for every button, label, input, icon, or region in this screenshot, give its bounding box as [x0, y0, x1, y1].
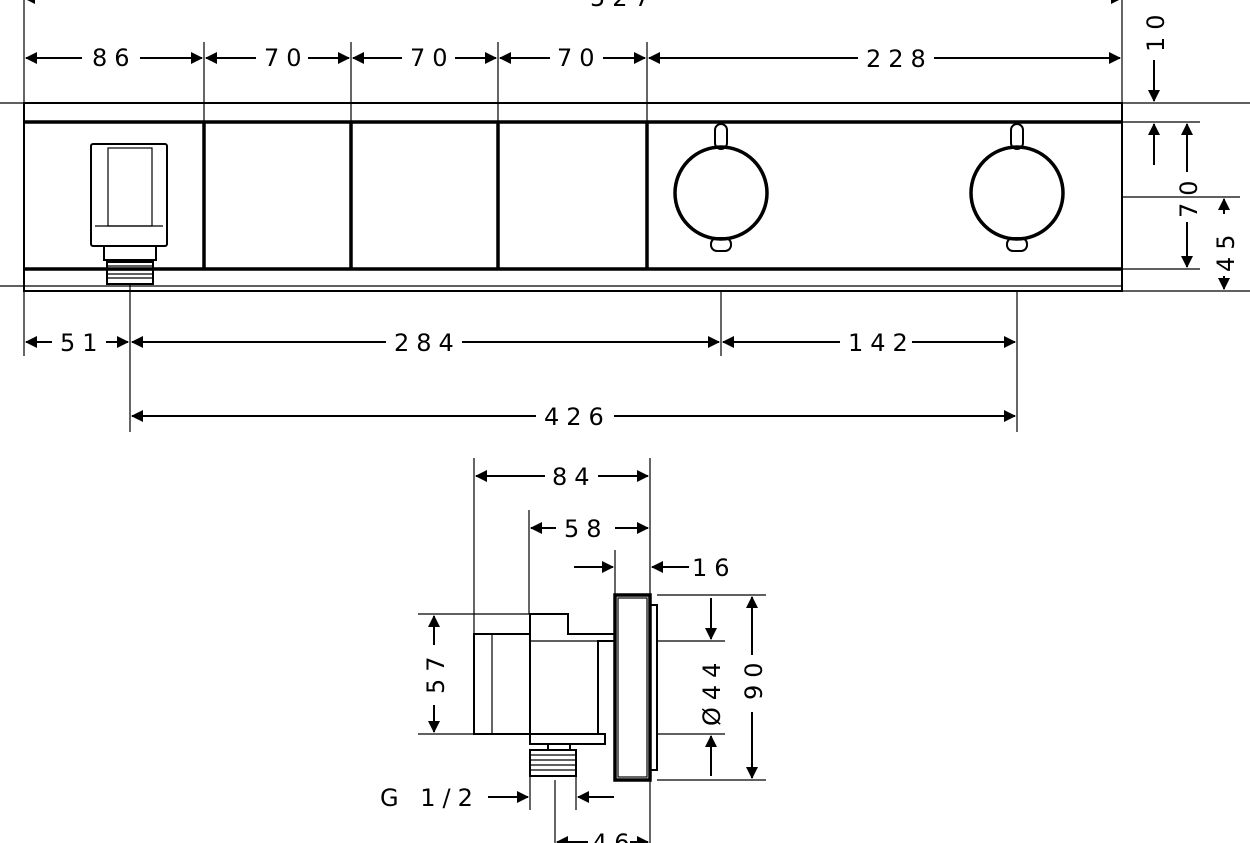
dim-top-4: 228	[866, 45, 933, 73]
front-view: 527 86 70 70 70 228	[0, 0, 1250, 432]
side-view: 84 58 16 57	[380, 458, 768, 843]
thread-label: G 1/2	[380, 784, 480, 812]
total-width-label: 426	[544, 403, 611, 431]
dim-top-3: 70	[557, 44, 602, 72]
dim-bottom-1: 284	[394, 329, 461, 357]
knob-right	[969, 123, 1065, 252]
dim-depth-58: 58	[564, 515, 609, 543]
dim-right-2: 45	[1212, 227, 1240, 272]
dim-depth-84: 84	[552, 463, 597, 491]
dim-plate-90: 90	[740, 655, 768, 700]
dim-top-2: 70	[410, 44, 455, 72]
dim-top-1: 70	[264, 44, 309, 72]
dim-top-0: 86	[92, 44, 137, 72]
valve-body-side	[473, 593, 658, 782]
dim-diameter-44: Ø44	[698, 656, 726, 726]
knob-left	[673, 123, 769, 252]
overall-width-label: 527	[590, 0, 657, 12]
dim-right-0: 10	[1142, 7, 1170, 52]
dim-height-57: 57	[422, 649, 450, 694]
dim-bottom-2: 142	[848, 329, 915, 357]
dim-right-1: 70	[1175, 173, 1203, 218]
panel-outline	[23, 102, 1123, 292]
dim-bottom-46: 46	[592, 829, 637, 843]
hose-connector	[90, 143, 168, 285]
dim-bottom-0: 51	[60, 329, 105, 357]
dim-depth-16: 16	[692, 554, 737, 582]
